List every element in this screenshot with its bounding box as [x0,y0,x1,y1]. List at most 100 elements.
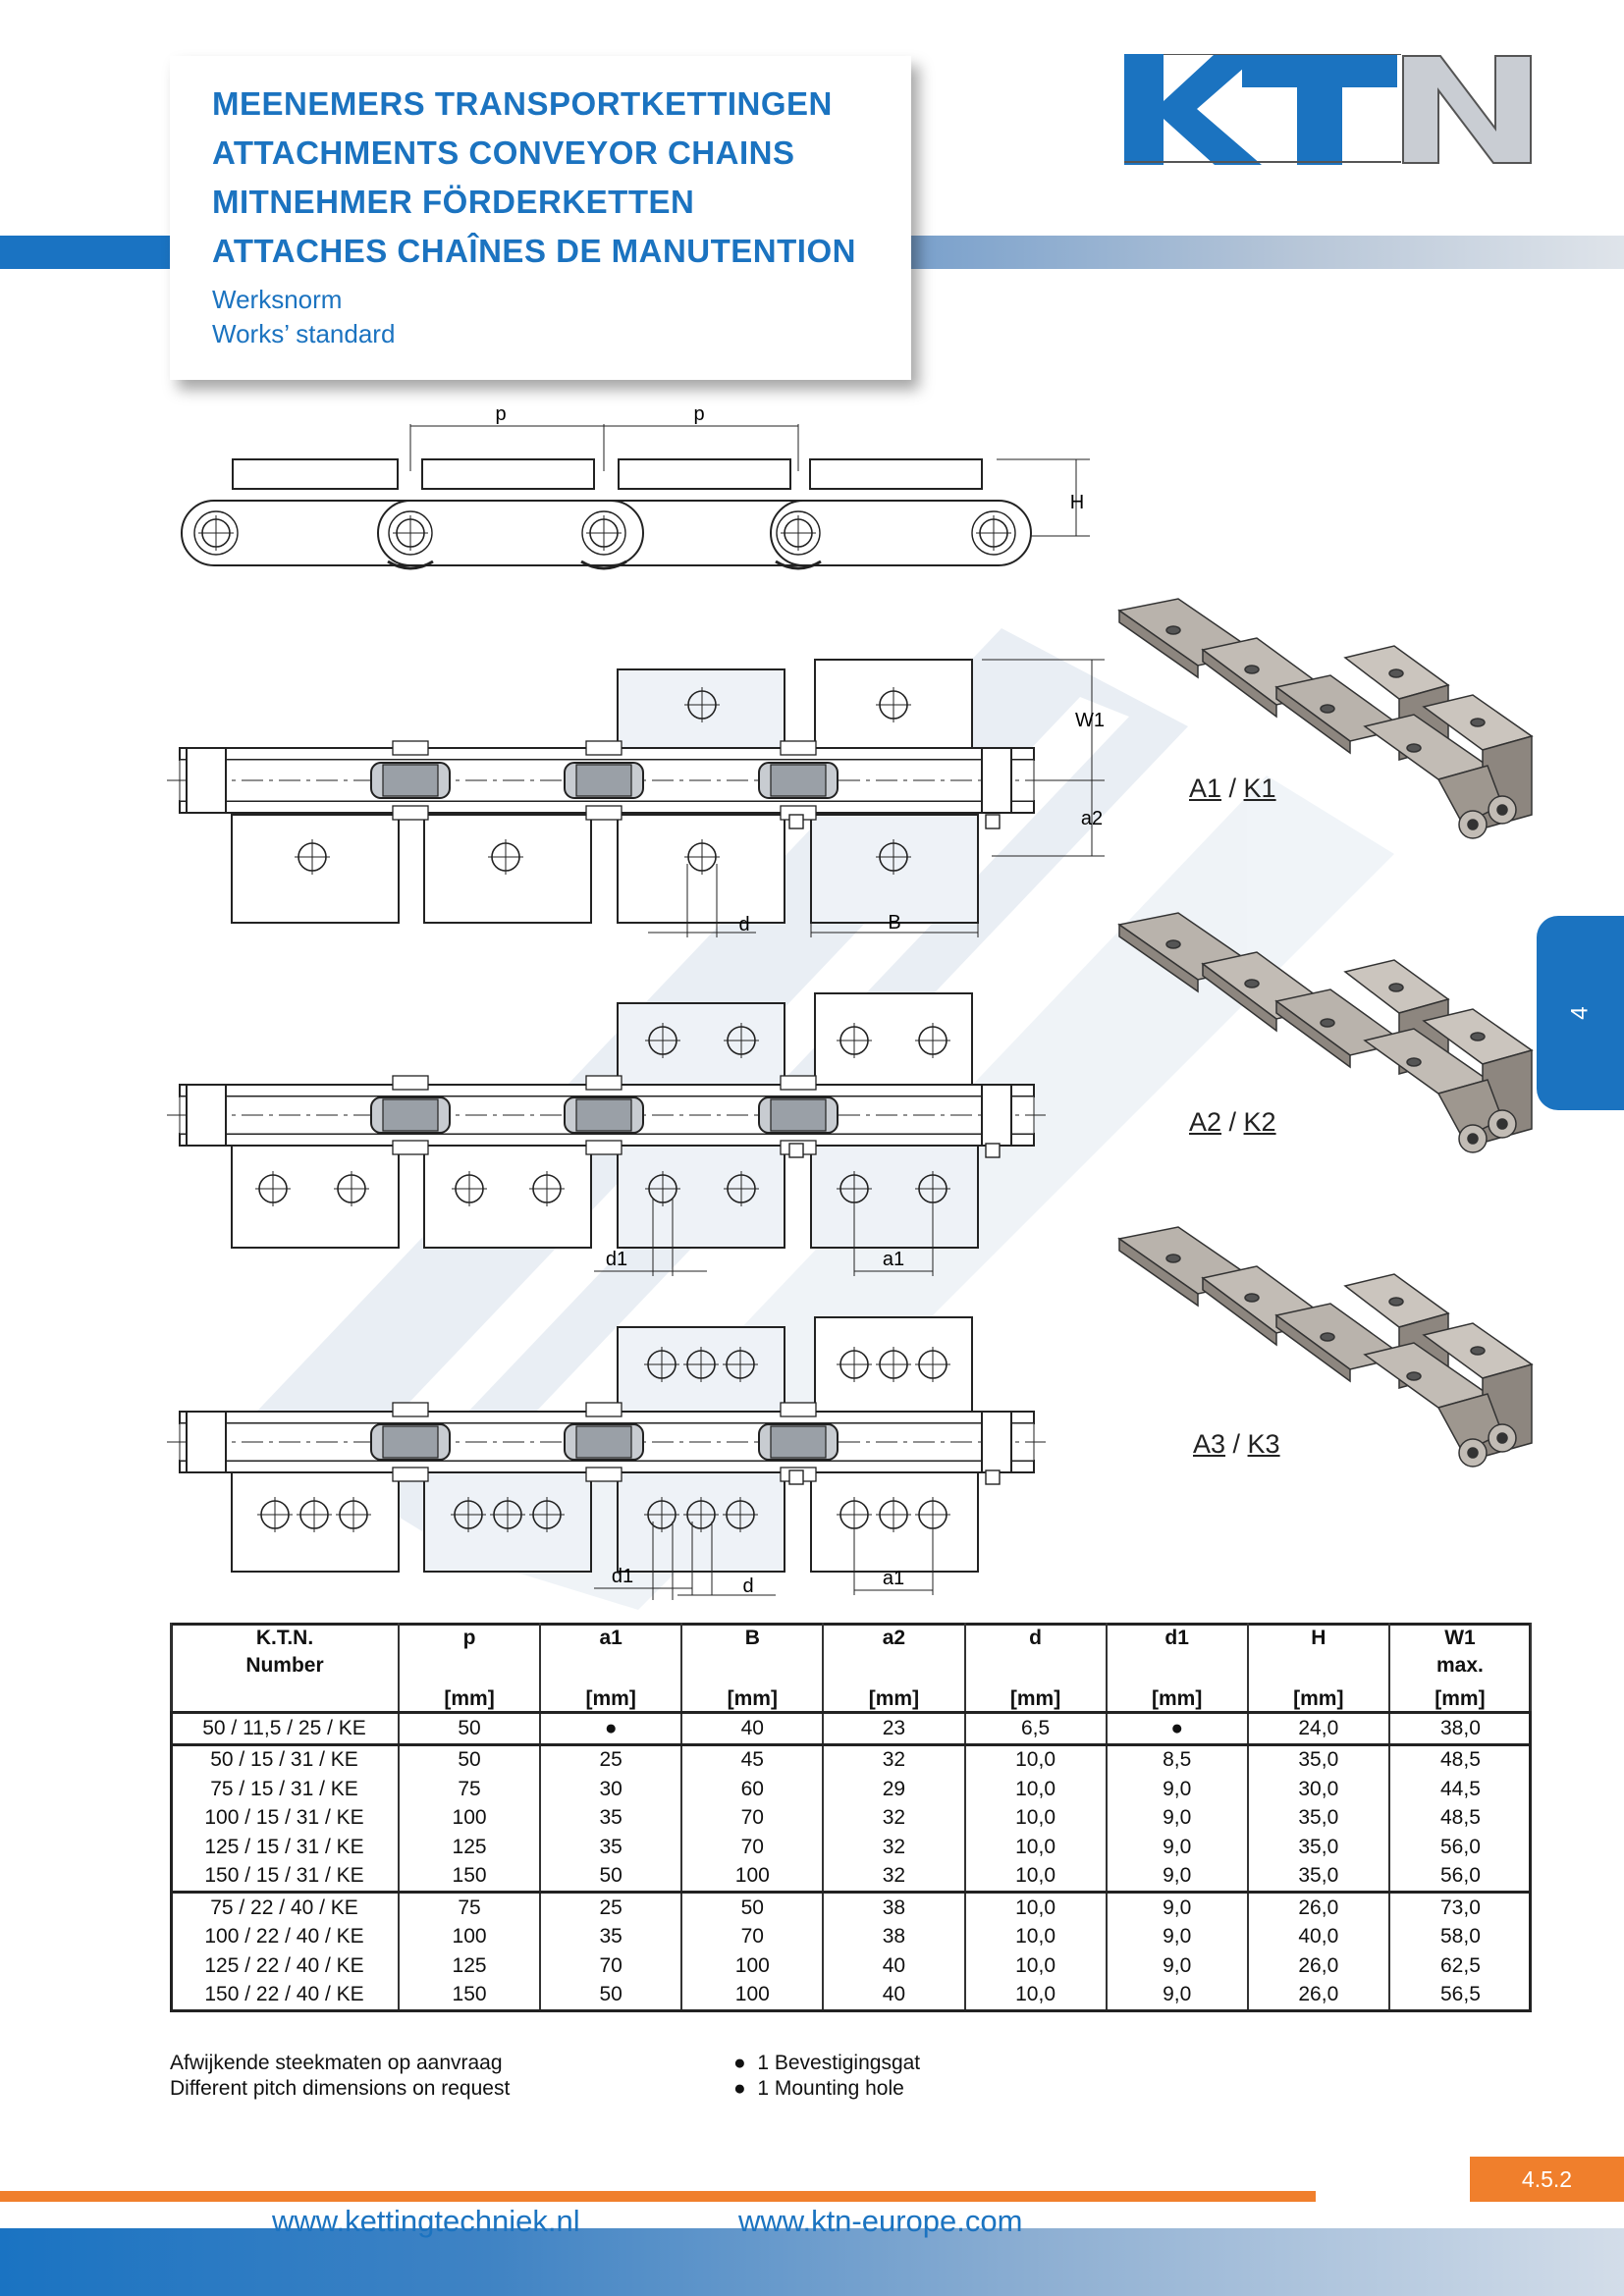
header-p: p [397,1623,542,1654]
cell-value: 44,5 [1387,1775,1531,1804]
unit-w1: [mm] [1387,1683,1533,1714]
cell-ktn-number: 100 / 22 / 40 / KE [204,1925,364,1949]
cell-value: 48,5 [1387,1803,1531,1833]
cell-value: 35,0 [1246,1803,1389,1833]
cell-value: 70 [680,1922,824,1951]
note-mounting-nl: ● 1 Bevestigingsgat [733,2052,920,2075]
cell-value: 100 [397,1922,541,1951]
subtitle-works-standard-en: Works’ standard [212,319,396,348]
dimension-table: K.T.N. p a1 B a2 d d1 H W1 Number max. [… [170,1623,1533,2009]
cell-value: 48,5 [1387,1744,1531,1775]
note-pitch-nl: Afwijkende steekmaten op aanvraag [170,2052,503,2074]
cell-value: 9,0 [1105,1922,1248,1951]
cell-value: 50 [539,1980,682,2009]
variant-sep-1: / [1221,774,1244,803]
cell-value: ● [539,1712,682,1746]
link-ktn-europe[interactable]: www.ktn-europe.com [738,2204,1023,2238]
cell-ktn-number: 75 / 22 / 40 / KE [210,1896,358,1919]
chapter-tab: 4 [1537,916,1624,1110]
variant-label-a1-k1: A1 / K1 [1189,774,1276,804]
cell-value: 35 [539,1833,682,1862]
dim-label-d: d [738,914,749,935]
header-a2: a2 [822,1623,966,1654]
cell-value: 38 [822,1892,965,1923]
cell-ktn-number: 150 / 22 / 40 / KE [204,1983,364,2006]
cell-value: 75 [397,1775,541,1804]
cell-value: 10,0 [963,1861,1107,1894]
footer-color-band [0,2228,1624,2296]
cell-value: 9,0 [1105,1951,1248,1981]
table-header-row-names: K.T.N. p a1 B a2 d d1 H W1 [170,1623,1533,1654]
header-b: B [680,1623,825,1654]
bullet-icon: ● [733,2077,746,2100]
side-view-drawing [181,424,1090,570]
cell-value: 9,0 [1105,1833,1248,1862]
cell-value: 26,0 [1246,1951,1389,1981]
variant-code-k2: K2 [1243,1107,1276,1137]
cell-value: 62,5 [1387,1951,1531,1981]
top-view-a1 [167,659,1105,937]
page-number: 4.5.2 [1470,2157,1624,2202]
note-pitch-en: Different pitch dimensions on request [170,2077,511,2100]
cell-value: 38,0 [1387,1712,1531,1746]
header-a1: a1 [539,1623,683,1654]
top-view-a2 [167,992,1046,1276]
cell-value: 35,0 [1246,1744,1389,1775]
dim-label-h: H [1070,492,1084,513]
title-german: MITNEHMER FÖRDERKETTEN [212,184,695,220]
cell-value: 26,0 [1246,1892,1389,1923]
cell-ktn-number: 150 / 15 / 31 / KE [171,1861,399,1894]
cell-ktn-number: 50 / 11,5 / 25 / KE [171,1712,399,1746]
cell-ktn-number: 100 / 15 / 31 / KE [204,1806,364,1830]
dim-label-a1-a2: a1 [883,1249,904,1270]
cell-value: 35,0 [1246,1833,1389,1862]
dim-label-p2: p [693,403,704,425]
table-header-row-sub: Number max. [170,1654,1533,1683]
cell-value: 100 [680,1980,824,2009]
dim-label-d1-a3: d1 [612,1566,633,1587]
cell-value: 30,0 [1246,1775,1389,1804]
variant-code-a3: A3 [1193,1429,1226,1459]
table-header-row-units: [mm] [mm] [mm] [mm] [mm] [mm] [mm] [mm] [170,1683,1533,1714]
note-mounting-nl-text: 1 Bevestigingsgat [757,2052,921,2074]
cell-value: 10,0 [963,1892,1107,1923]
cell-value: 9,0 [1105,1803,1248,1833]
variant-code-a2: A2 [1189,1107,1222,1137]
cell-value: 9,0 [1105,1861,1248,1894]
cell-value: 30 [539,1775,682,1804]
cell-value: 32 [822,1861,965,1894]
cell-value: 32 [822,1833,965,1862]
cell-value: 60 [680,1775,824,1804]
cell-value: 150 [397,1861,541,1894]
cell-value: 100 [680,1951,824,1981]
cell-value: 24,0 [1246,1712,1389,1746]
title-dutch: MEENEMERS TRANSPORTKETTINGEN [212,85,833,122]
cell-value: 56,0 [1387,1833,1531,1862]
cell-value: 40 [680,1712,824,1746]
cell-value: 50 [397,1712,541,1746]
ktn-logo [1124,53,1535,165]
cell-value: 150 [397,1980,541,2009]
cell-value: ● [1105,1712,1248,1746]
cell-value: 50 [539,1861,682,1894]
cell-value: 29 [822,1775,965,1804]
chain-3d-render-a1 [1117,598,1534,839]
variant-code-a1: A1 [1189,774,1222,803]
unit-h: [mm] [1246,1683,1390,1714]
note-mounting-en-text: 1 Mounting hole [757,2077,904,2100]
cell-value: 10,0 [963,1922,1107,1951]
title-english: ATTACHMENTS CONVEYOR CHAINS [212,134,795,171]
cell-value: 9,0 [1105,1892,1248,1923]
link-kettingtechniek[interactable]: www.kettingtechniek.nl [272,2204,580,2238]
cell-value: 6,5 [963,1712,1107,1746]
cell-value: 23 [822,1712,965,1746]
chain-3d-render-a3 [1118,1226,1533,1468]
unit-p: [mm] [397,1683,542,1714]
variant-label-a2-k2: A2 / K2 [1189,1107,1276,1138]
cell-value: 35 [539,1922,682,1951]
